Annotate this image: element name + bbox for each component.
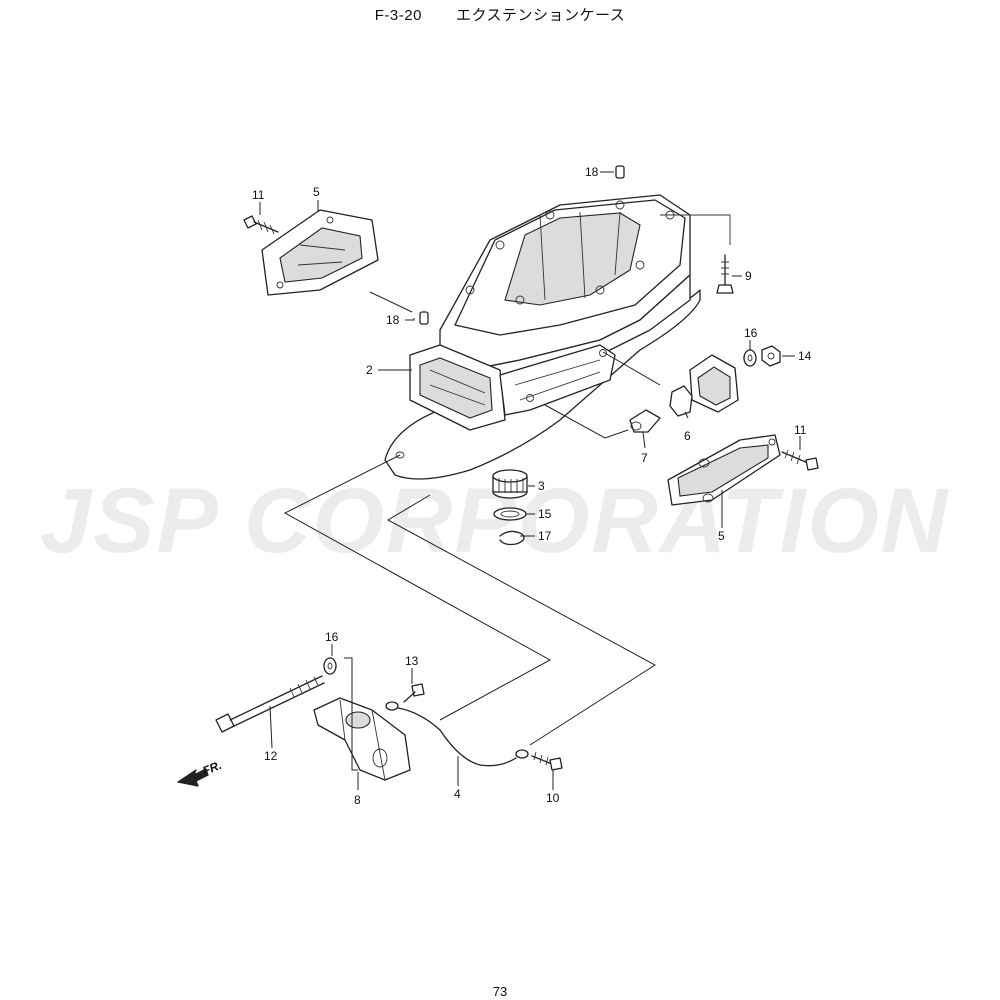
front-direction-arrow: FR.: [177, 758, 224, 787]
bolt-9[interactable]: [716, 254, 734, 294]
callout-9: 9: [745, 269, 752, 283]
rubber-mount-6[interactable]: [669, 354, 739, 417]
callout-14: 14: [798, 349, 812, 363]
diagram-title: エクステンションケース: [455, 7, 626, 24]
washer-15[interactable]: [493, 507, 527, 521]
callout-18-lower: 18: [386, 313, 400, 327]
callout-15: 15: [538, 507, 552, 521]
callout-11-right: 11: [794, 423, 807, 437]
ground-cable-4[interactable]: [385, 701, 529, 767]
dowel-pin-lower[interactable]: [419, 311, 429, 325]
leader-lines: [259, 171, 801, 790]
callout-16-lower: 16: [325, 630, 339, 644]
side-cover-left[interactable]: [261, 209, 379, 296]
bolt-13[interactable]: [403, 683, 425, 703]
dowel-pin-upper[interactable]: [615, 165, 625, 179]
callout-18-upper: 18: [585, 165, 599, 179]
bearing-3[interactable]: [492, 469, 528, 499]
extension-case[interactable]: [384, 194, 731, 480]
page-title: F-3-20 エクステンションケース: [0, 4, 1000, 25]
callout-7: 7: [641, 451, 648, 465]
callout-17: 17: [538, 529, 552, 543]
bolt-11-right[interactable]: [781, 449, 819, 471]
callout-6: 6: [684, 429, 691, 443]
washer-16-lower[interactable]: [323, 657, 337, 675]
page-number: 73: [492, 984, 508, 999]
callout-10: 10: [546, 791, 560, 805]
bracket-bracket-line: [344, 657, 358, 771]
callout-8: 8: [354, 793, 361, 807]
nut-14[interactable]: [761, 345, 781, 367]
callout-2: 2: [366, 363, 373, 377]
collar-7[interactable]: [629, 409, 661, 433]
bracket-8[interactable]: [313, 697, 411, 781]
callout-12: 12: [264, 749, 278, 763]
bolt-10[interactable]: [531, 751, 563, 771]
circlip-17[interactable]: [499, 530, 525, 546]
callout-5-left: 5: [313, 185, 320, 199]
bolt-11-left[interactable]: [243, 215, 279, 235]
direction-label: FR.: [201, 758, 224, 778]
side-cover-right[interactable]: [667, 434, 781, 506]
washer-16-upper[interactable]: [743, 349, 757, 367]
callout-numbers: 11 5 18 9 18 2 16 14 6 7 11 3 15 17 5 16…: [252, 165, 812, 807]
callout-5-right: 5: [718, 529, 725, 543]
callout-4: 4: [454, 787, 461, 801]
callout-13: 13: [405, 654, 419, 668]
callout-16-upper: 16: [744, 326, 758, 340]
long-bolt-12[interactable]: [215, 675, 325, 733]
callout-11-left: 11: [252, 188, 265, 202]
callout-3: 3: [538, 479, 545, 493]
diagram-code: F-3-20: [374, 7, 422, 24]
assembly-outline: [283, 454, 656, 746]
